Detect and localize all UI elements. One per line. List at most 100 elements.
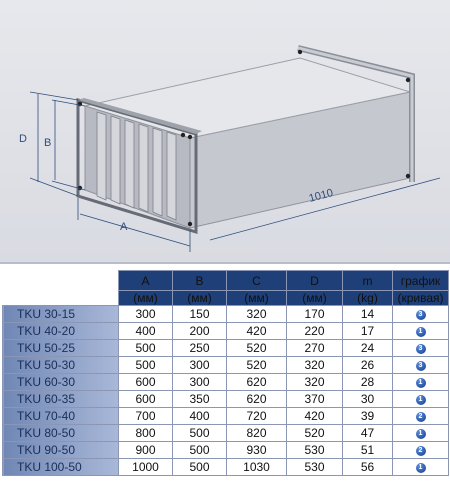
a-cell: 700 [118, 407, 173, 425]
mass-cell: 39 [342, 407, 393, 425]
model-cell: TKU 70-40 [2, 407, 119, 425]
column-header: B [172, 270, 227, 291]
model-cell: TKU 100-50 [2, 458, 119, 476]
column-unit: (мм) [118, 290, 173, 306]
b-cell: 500 [172, 441, 227, 459]
column-header: A [118, 270, 173, 291]
c-cell: 820 [226, 424, 287, 442]
d-cell: 520 [286, 424, 343, 442]
b-cell: 300 [172, 356, 227, 374]
curve-badge: 2 [415, 411, 426, 422]
a-cell: 900 [118, 441, 173, 459]
curve-cell: 1 [392, 390, 449, 408]
d-cell: 420 [286, 407, 343, 425]
c-cell: 1030 [226, 458, 287, 476]
model-cell: TKU 60-35 [2, 390, 119, 408]
curve-badge: 1 [415, 377, 426, 388]
silencer-drawing: D B A 1010 [0, 0, 450, 264]
column-unit: (кривая) [392, 290, 449, 306]
table-row: TKU 40-20 400 200 420 220 17 1 [2, 322, 449, 340]
model-cell: TKU 90-50 [2, 441, 119, 459]
c-cell: 520 [226, 356, 287, 374]
b-cell: 350 [172, 390, 227, 408]
silencer-illustration: D B A 1010 [19, 45, 441, 252]
column-unit: (мм) [286, 290, 343, 306]
b-cell: 200 [172, 322, 227, 340]
b-cell: 300 [172, 373, 227, 391]
column-header: график [392, 270, 449, 291]
d-cell: 270 [286, 339, 343, 357]
curve-badge: 1 [415, 394, 426, 405]
model-cell: TKU 50-30 [2, 356, 119, 374]
a-cell: 500 [118, 356, 173, 374]
table-body: TKU 30-15 300 150 320 170 14 3 TKU 40-20… [2, 305, 449, 476]
a-cell: 1000 [118, 458, 173, 476]
a-cell: 400 [118, 322, 173, 340]
dimension-a-label: A [120, 221, 128, 233]
b-cell: 250 [172, 339, 227, 357]
curve-badge: 1 [415, 326, 426, 337]
c-cell: 520 [226, 339, 287, 357]
c-cell: 720 [226, 407, 287, 425]
a-cell: 300 [118, 305, 173, 323]
mass-cell: 51 [342, 441, 393, 459]
table-row: TKU 90-50 900 500 930 530 51 2 [2, 441, 449, 459]
b-cell: 400 [172, 407, 227, 425]
a-cell: 600 [118, 373, 173, 391]
c-cell: 620 [226, 390, 287, 408]
column-unit: (kg) [342, 290, 393, 306]
curve-cell: 1 [392, 322, 449, 340]
table-row: TKU 60-35 600 350 620 370 30 1 [2, 390, 449, 408]
table-row: TKU 30-15 300 150 320 170 14 3 [2, 305, 449, 323]
model-cell: TKU 60-30 [2, 373, 119, 391]
c-cell: 320 [226, 305, 287, 323]
unit-row: (мм) (мм) (мм) (мм) (kg) (кривая) [3, 290, 449, 306]
mass-cell: 28 [342, 373, 393, 391]
curve-badge: 3 [415, 360, 426, 371]
curve-badge: 2 [415, 445, 426, 456]
a-cell: 500 [118, 339, 173, 357]
curve-badge: 1 [415, 462, 426, 473]
curve-cell: 2 [392, 441, 449, 459]
header-corner [2, 270, 119, 306]
mass-cell: 56 [342, 458, 393, 476]
c-cell: 620 [226, 373, 287, 391]
mass-cell: 24 [342, 339, 393, 357]
b-cell: 500 [172, 458, 227, 476]
curve-cell: 1 [392, 424, 449, 442]
table-row: TKU 80-50 800 500 820 520 47 1 [2, 424, 449, 442]
d-cell: 530 [286, 458, 343, 476]
d-cell: 320 [286, 356, 343, 374]
curve-cell: 1 [392, 373, 449, 391]
specification-table: A B C D m график (мм) (мм) (мм) (мм) (kg… [2, 270, 449, 476]
d-cell: 530 [286, 441, 343, 459]
column-unit: (мм) [226, 290, 287, 306]
curve-badge: 1 [415, 428, 426, 439]
a-cell: 600 [118, 390, 173, 408]
model-cell: TKU 40-20 [2, 322, 119, 340]
column-header: C [226, 270, 287, 291]
column-header: m [342, 270, 393, 291]
table-row: TKU 70-40 700 400 720 420 39 2 [2, 407, 449, 425]
table-row: TKU 50-30 500 300 520 320 26 3 [2, 356, 449, 374]
model-cell: TKU 80-50 [2, 424, 119, 442]
table-row: TKU 60-30 600 300 620 320 28 1 [2, 373, 449, 391]
dimension-b-label: B [44, 137, 51, 149]
b-cell: 150 [172, 305, 227, 323]
column-header: D [286, 270, 343, 291]
d-cell: 220 [286, 322, 343, 340]
curve-cell: 3 [392, 356, 449, 374]
curve-badge: 3 [415, 309, 426, 320]
mass-cell: 14 [342, 305, 393, 323]
curve-badge: 3 [415, 343, 426, 354]
d-cell: 370 [286, 390, 343, 408]
curve-cell: 1 [392, 458, 449, 476]
dimension-d-label: D [19, 133, 27, 145]
model-cell: TKU 50-25 [2, 339, 119, 357]
header-row: A B C D m график [2, 270, 449, 306]
d-cell: 320 [286, 373, 343, 391]
curve-cell: 3 [392, 305, 449, 323]
curve-cell: 3 [392, 339, 449, 357]
model-cell: TKU 30-15 [2, 305, 119, 323]
mass-cell: 26 [342, 356, 393, 374]
